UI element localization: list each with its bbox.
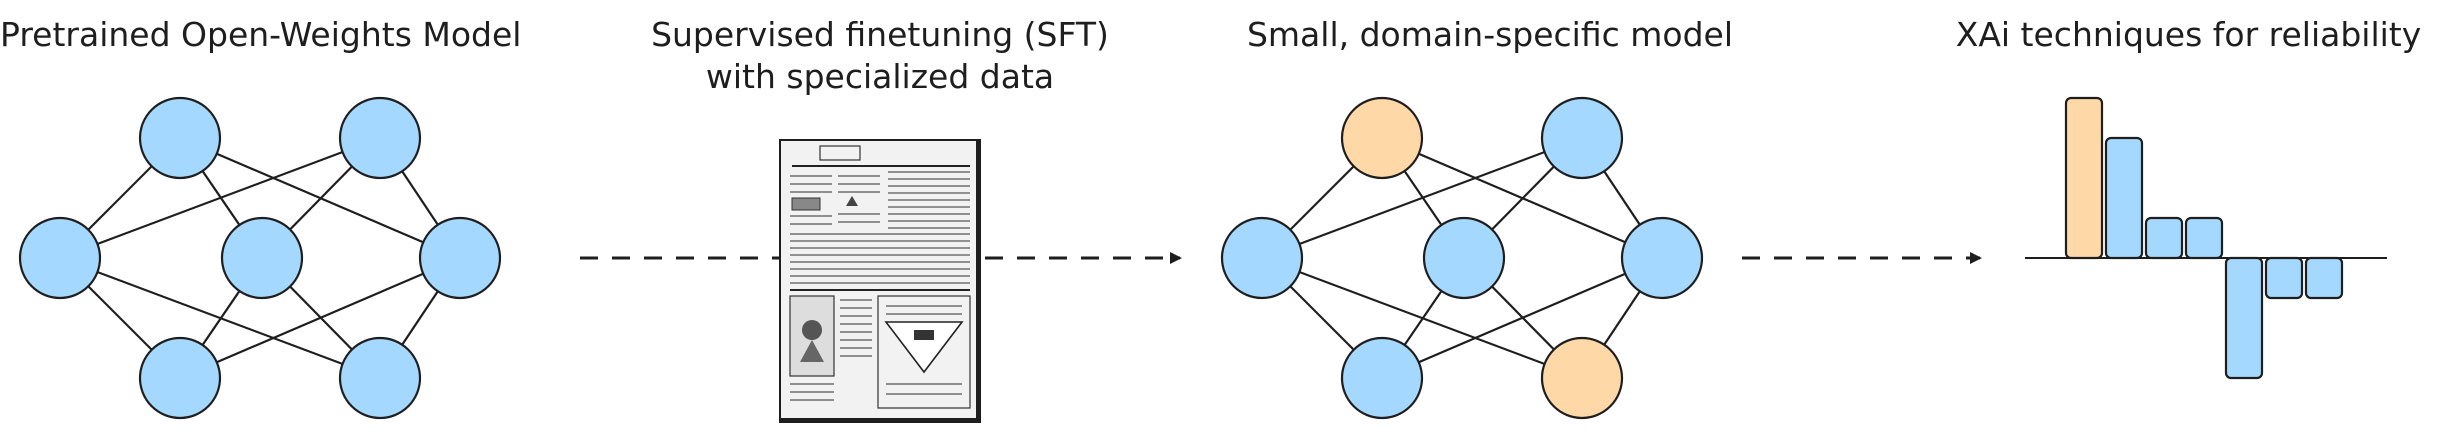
network-node xyxy=(18,216,102,300)
network-node xyxy=(338,96,422,180)
network-node xyxy=(1620,216,1704,300)
network-node xyxy=(138,96,222,180)
small-model-caption: Small, domain-specific model xyxy=(1246,15,1734,54)
document-text-lines xyxy=(790,171,970,291)
network-node xyxy=(1540,96,1624,180)
network-node xyxy=(418,216,502,300)
attribution-bar xyxy=(2144,216,2184,260)
attribution-bar xyxy=(2264,256,2304,300)
pretrained-model-caption: Pretrained Open-Weights Model xyxy=(0,15,522,54)
attribution-bar xyxy=(2224,256,2264,380)
pretrained-network xyxy=(18,96,502,420)
domain-specific-network xyxy=(1220,96,1704,420)
attribution-bar-chart xyxy=(2025,96,2387,380)
network-node-highlighted xyxy=(1340,96,1424,180)
network-node xyxy=(1422,216,1506,300)
network-node-highlighted xyxy=(1540,336,1624,420)
network-node xyxy=(1340,336,1424,420)
attribution-bar xyxy=(2184,216,2224,260)
network-node xyxy=(138,336,222,420)
xai-caption: XAi techniques for reliability xyxy=(1955,15,2422,54)
network-node xyxy=(338,336,422,420)
network-node xyxy=(220,216,304,300)
sft-caption: Supervised finetuning (SFT) with special… xyxy=(640,14,1120,98)
network-node xyxy=(1220,216,1304,300)
sft-caption-line1: Supervised finetuning (SFT) xyxy=(651,15,1109,54)
newspaper-scan-icon xyxy=(779,139,981,423)
attribution-bar xyxy=(2104,136,2144,260)
attribution-bar xyxy=(2064,96,2104,260)
attribution-bar xyxy=(2304,256,2344,300)
sft-caption-line2: with specialized data xyxy=(705,57,1055,96)
